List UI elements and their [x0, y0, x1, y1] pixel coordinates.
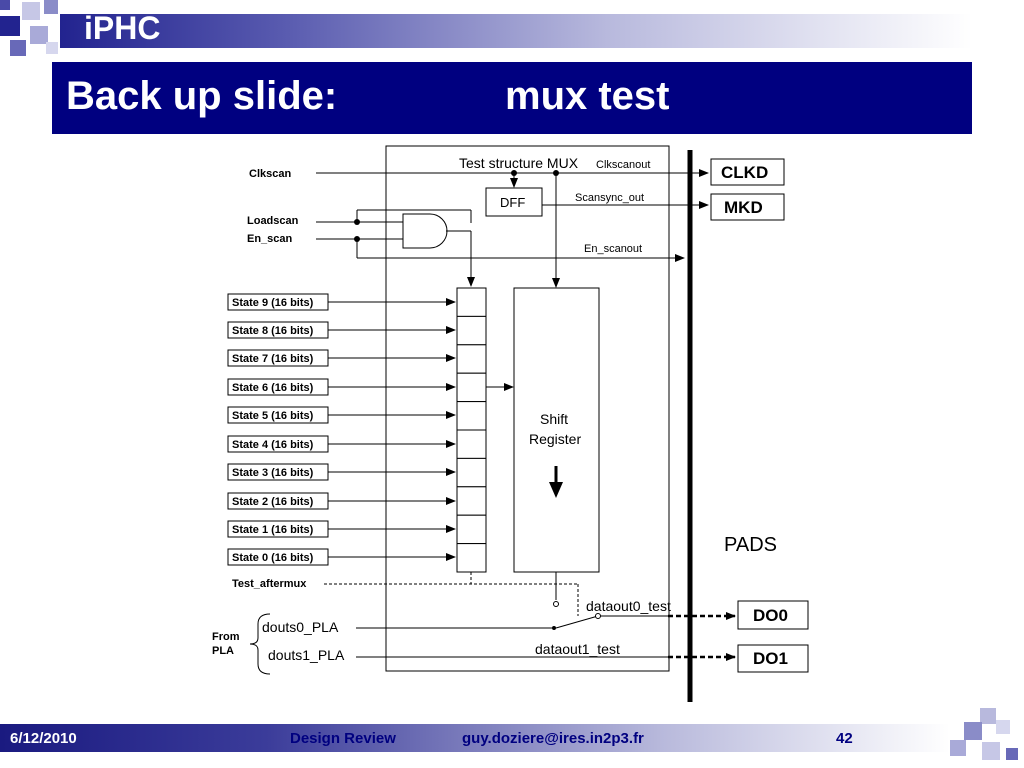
title-bar: [52, 62, 972, 134]
dataout0-test-label: dataout0_test: [586, 598, 671, 614]
pla-brace: [249, 613, 271, 675]
pad-do1-label: DO1: [753, 649, 788, 668]
test-structure-box: [385, 145, 670, 672]
footer-review: Design Review: [290, 730, 396, 747]
diagram-title: Test structure MUX: [459, 155, 579, 171]
clkscan-label: Clkscan: [249, 168, 291, 180]
switch-terminal: [553, 601, 559, 607]
footer-email: guy.doziere@ires.in2p3.fr: [462, 730, 644, 747]
slide-title-right: mux test: [505, 74, 670, 118]
svg-text:State 2 (16 bits): State 2 (16 bits): [232, 496, 314, 508]
svg-text:State 1 (16 bits): State 1 (16 bits): [232, 524, 314, 536]
dataout1-test-label: dataout1_test: [535, 641, 620, 657]
scansync-out-label: Scansync_out: [575, 192, 644, 204]
douts0-pla-label: douts0_PLA: [262, 619, 339, 635]
svg-text:State 6 (16 bits): State 6 (16 bits): [232, 382, 314, 394]
pad-clkd-label: CLKD: [721, 163, 768, 182]
pad-mkd-label: MKD: [724, 198, 763, 217]
douts1-pla-label: douts1_PLA: [268, 647, 345, 663]
footer-logo-squares: [950, 700, 1024, 768]
pad-do1: [737, 644, 809, 673]
clkscanout-label: Clkscanout: [596, 159, 650, 171]
dff-block: [485, 187, 543, 217]
pad-do0: [737, 600, 809, 630]
svg-text:State 5 (16 bits): State 5 (16 bits): [232, 410, 314, 422]
footer-page-number: 42: [836, 730, 853, 747]
shift-register-label-2: Register: [529, 431, 581, 447]
loadscan-label: Loadscan: [247, 215, 299, 227]
test-aftermux-label: Test_aftermux: [232, 578, 307, 590]
pads-label: PADS: [724, 534, 777, 556]
footer-bar: [0, 724, 950, 752]
pad-clkd: [710, 158, 785, 186]
brand-logo-text: iPHC: [84, 10, 161, 46]
brand-bar: [60, 14, 972, 48]
svg-text:State 0 (16 bits): State 0 (16 bits): [232, 552, 314, 564]
from-pla-label-1: From: [212, 631, 240, 643]
logo-squares: [0, 0, 60, 60]
shift-direction-arrowhead: [549, 482, 563, 498]
state-inputs: State 9 (16 bits) State 8 (16 bits) Stat…: [227, 293, 456, 566]
and-gate: [402, 213, 448, 249]
svg-text:State 8 (16 bits): State 8 (16 bits): [232, 325, 314, 337]
pad-mkd: [710, 193, 785, 221]
shift-register-block: [513, 287, 600, 573]
en-scan-label: En_scan: [247, 233, 293, 245]
switch-terminal: [595, 613, 601, 619]
svg-text:State 9 (16 bits): State 9 (16 bits): [232, 297, 314, 309]
dff-label: DFF: [500, 195, 525, 210]
register-cells: [456, 287, 487, 573]
en-scanout-label: En_scanout: [584, 243, 642, 255]
svg-text:State 7 (16 bits): State 7 (16 bits): [232, 353, 314, 365]
switch-arm: [555, 615, 599, 629]
slide-title-left: Back up slide:: [66, 74, 338, 118]
svg-text:State 4 (16 bits): State 4 (16 bits): [232, 439, 314, 451]
mux-diagram: Test structure MUX Clkscanout PADS Clksc…: [212, 145, 809, 702]
footer-date: 6/12/2010: [10, 730, 77, 747]
shift-register-label-1: Shift: [540, 411, 568, 427]
from-pla-label-2: PLA: [212, 645, 234, 657]
pad-do0-label: DO0: [753, 606, 788, 625]
svg-text:State 3 (16 bits): State 3 (16 bits): [232, 467, 314, 479]
